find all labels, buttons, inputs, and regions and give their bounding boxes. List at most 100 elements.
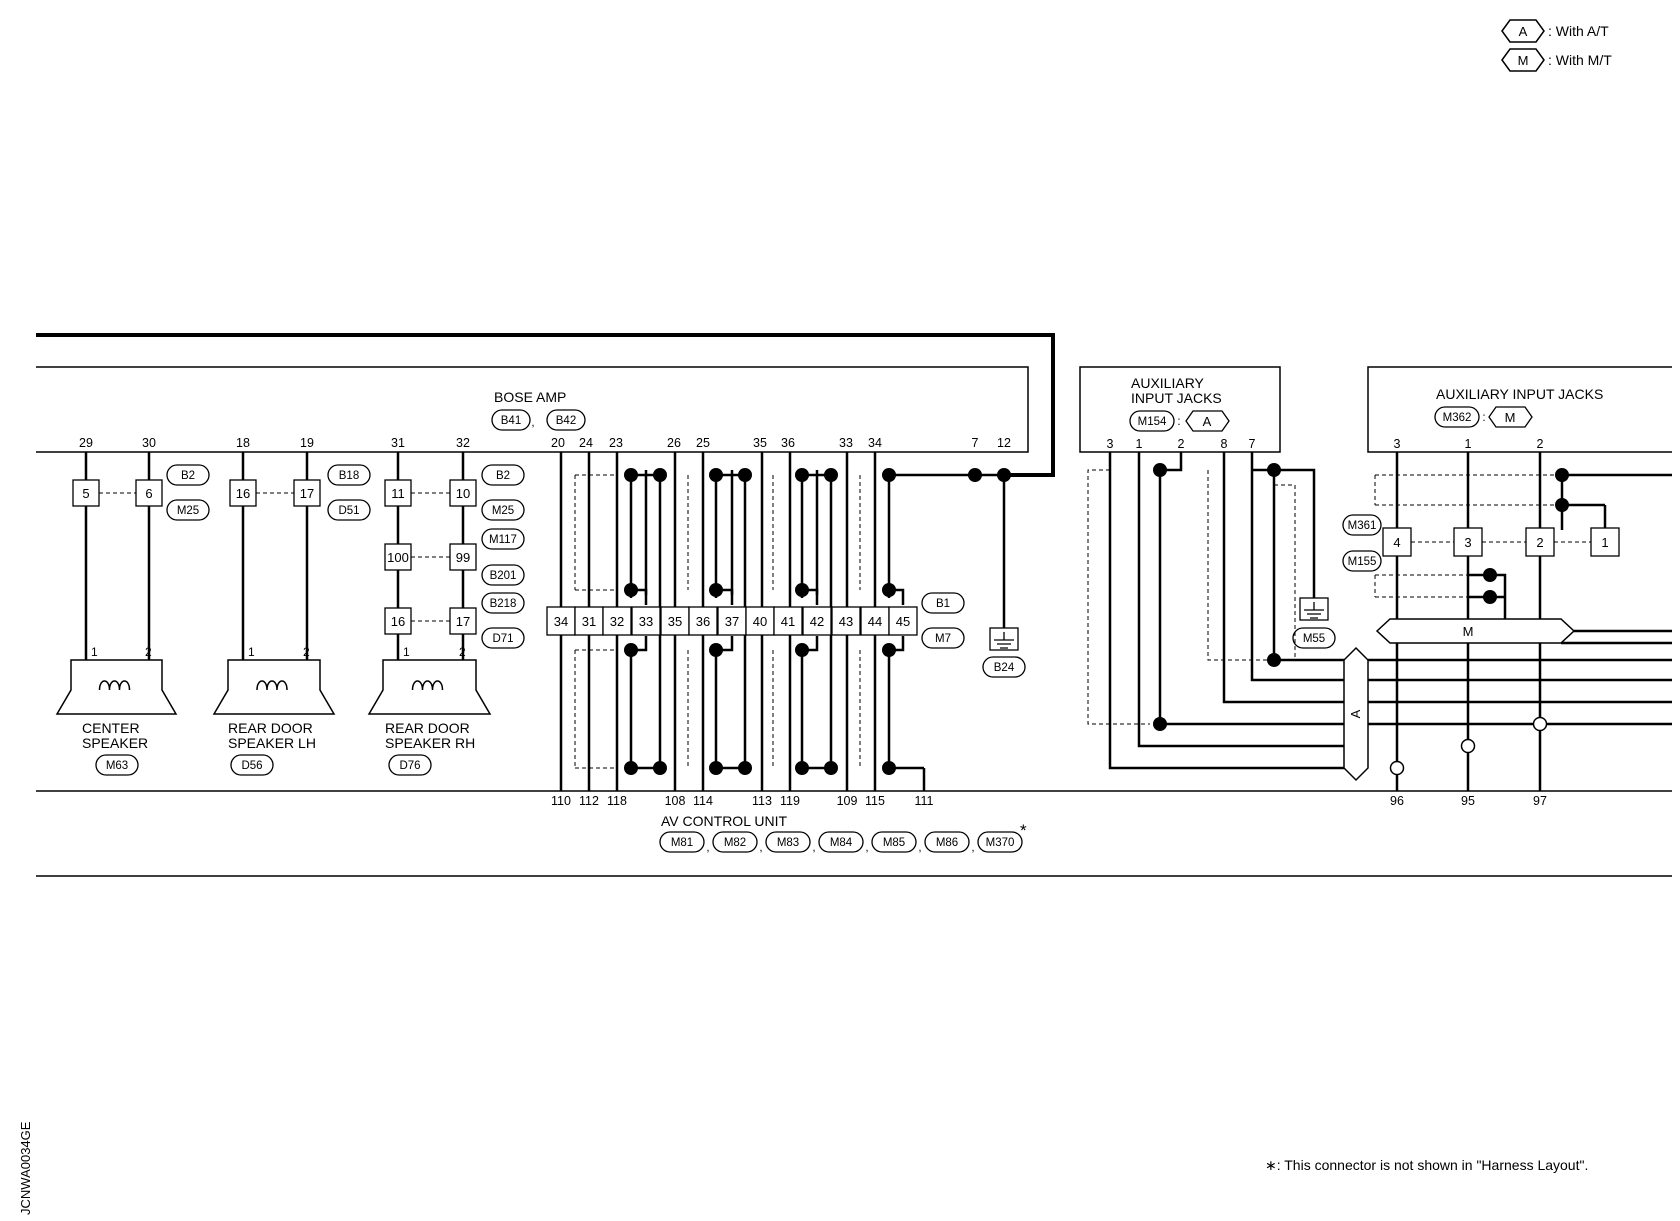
aux-mt-pin-2: 2 [1537,437,1544,451]
conn-oval [982,656,1026,678]
joint-rearlh-a: 16 [236,486,250,501]
conn-oval [481,464,525,486]
conn-oval [546,409,586,431]
separator: , [759,842,762,854]
bus-m-hexagon [1375,618,1576,644]
aux-at-tag: A [1203,414,1212,429]
speaker-conn-d56: D56 [241,760,262,772]
terminal-box [229,479,257,507]
aux-at-pin-8: 8 [1221,437,1228,451]
conn-oval [924,831,970,853]
mid-conn-pin-35: 35 [668,614,682,629]
separator: : [1177,416,1180,428]
aux-wire [1250,452,1352,682]
speaker-coil-icon [411,680,444,691]
splice-dot [882,761,896,775]
ground-b24-icon [994,632,1014,649]
av-unit-pin-95: 95 [1461,794,1475,808]
separator: , [865,842,868,854]
shield-line [1207,470,1296,661]
splice-dot [709,643,723,657]
aux-at-pin-2: 2 [1178,437,1185,451]
open-splice [1460,738,1476,754]
mid-conn-pin-34: 34 [554,614,568,629]
mid-conn-pin-36: 36 [696,614,710,629]
joint-conn-m25: M25 [177,505,199,517]
speaker-label-line2: SPEAKER [82,735,148,751]
terminal-box [384,479,412,507]
mt-conn-pin-4: 4 [1393,535,1400,550]
bus-a-label: A [1348,709,1363,718]
bose-amp-pin-23: 23 [609,436,623,450]
mid-conn-pin-45: 45 [896,614,910,629]
mt-conn-m155: M155 [1348,556,1377,568]
conn-oval [1292,627,1336,649]
aux-at-title-line1: AUXILIARY [1131,375,1205,391]
legend-text-a: : With A/T [1548,23,1609,39]
speaker-coil-icon [256,680,288,691]
terminal-box [1525,527,1555,557]
splice-dot [1153,463,1167,477]
joint-conn-b201: B201 [490,570,517,582]
bose-amp-pin-25: 25 [696,436,710,450]
speaker-pin: 2 [303,645,310,659]
bose-amp-pin-32: 32 [456,436,470,450]
av-unit-pin-115: 115 [865,794,885,808]
terminal-box [135,479,163,507]
terminal-box [860,606,890,636]
av-conn-m81: M81 [671,837,693,849]
mid-conn-b1: B1 [936,598,950,610]
separator: , [531,417,534,429]
mid-conn-pin-43: 43 [839,614,853,629]
av-unit-title: AV CONTROL UNIT [661,813,787,829]
conn-oval [818,831,864,853]
av-conn-m84: M84 [830,837,853,849]
terminal-box [802,606,832,636]
splice-dot [1153,717,1167,731]
av-unit-pin-96: 96 [1390,794,1404,808]
mt-conn-pin-1: 1 [1601,535,1608,550]
speaker-label-line1: REAR DOOR [385,720,470,736]
conn-oval [327,499,371,521]
conn-oval [327,464,371,486]
mt-conn-m361: M361 [1348,520,1377,532]
ground-m55: M55 [1274,468,1336,649]
speaker-pin: 2 [459,645,466,659]
av-unit-pin-108: 108 [665,794,686,808]
bose-amp-pin-33: 33 [839,436,853,450]
bose-amp-pin-18: 18 [236,436,250,450]
terminal-box [449,479,477,507]
speaker-label-line1: CENTER [82,720,140,736]
mid-conn-pin-31: 31 [582,614,596,629]
speaker-label-line2: SPEAKER RH [385,735,475,751]
terminal-box [72,479,100,507]
speaker-conn-d76: D76 [399,760,420,772]
speaker-pin: 1 [248,645,255,659]
av-unit-pin-113: 113 [752,794,772,808]
conn-oval [921,592,965,614]
aux-at-pin-1: 1 [1136,437,1143,451]
av-unit-pin-97: 97 [1533,794,1547,808]
ground-b24: B24 [982,470,1026,678]
splice-dot [624,643,638,657]
aux-wire [1108,452,1352,770]
bose-amp-pin-30: 30 [142,436,156,450]
mid-conn-pin-40: 40 [753,614,767,629]
aux-mt-title: AUXILIARY INPUT JACKS [1436,386,1603,402]
speaker-pin: 1 [403,645,410,659]
joint-conn-d51: D51 [338,505,359,517]
av-conn-m85: M85 [883,837,905,849]
legend-text-m: : With M/T [1548,52,1612,68]
av-unit-pin-110: 110 [551,794,571,808]
bose-amp-pin-26: 26 [667,436,681,450]
bose-amp-pin-12: 12 [997,436,1011,450]
bose-amp-pin-36: 36 [781,436,795,450]
separator: , [971,842,974,854]
conn-oval [921,627,965,649]
